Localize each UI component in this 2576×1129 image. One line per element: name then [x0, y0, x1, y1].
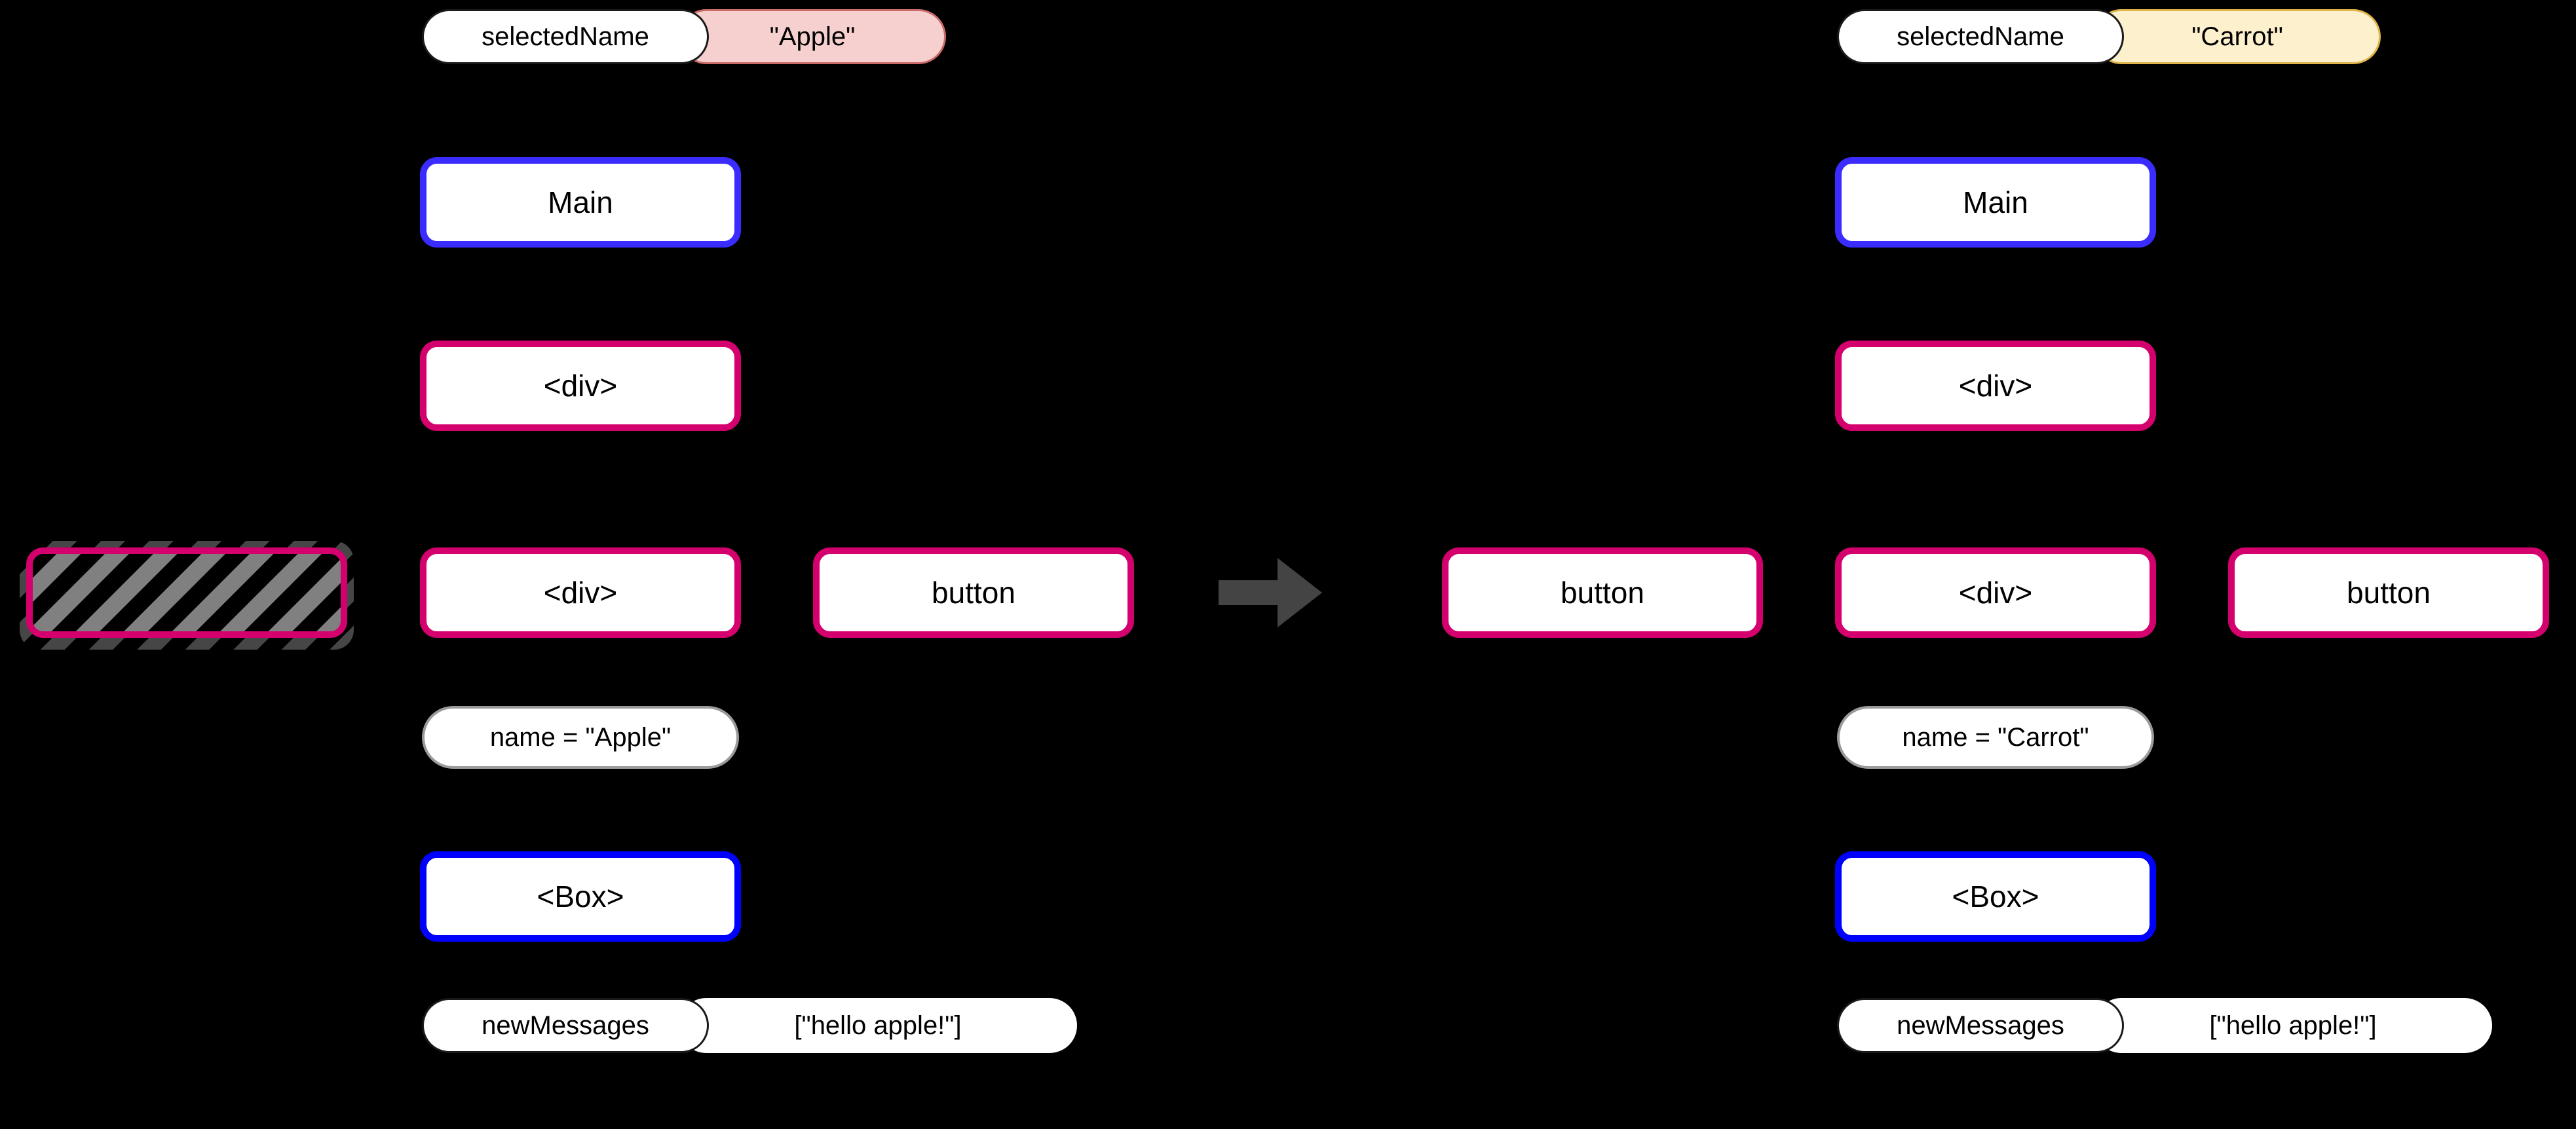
state-pill-selected-name-before: "Apple" selectedName	[422, 9, 946, 64]
state-pill-name-before-msgs: newMessages	[482, 1011, 649, 1040]
state-pill-name-after: selectedName	[1897, 22, 2064, 51]
node-div-inner-after[interactable]: <div>	[1835, 547, 2156, 638]
node-div-outer-after[interactable]: <div>	[1835, 341, 2156, 431]
arrow-right-icon	[1219, 558, 1322, 627]
state-pill-name-lobe-after: selectedName	[1837, 9, 2124, 64]
node-button-before[interactable]: button	[813, 547, 1134, 638]
node-label: Main	[548, 185, 613, 219]
prop-pill-label: name = "Apple"	[489, 723, 672, 752]
state-pill-new-messages-after: ["hello apple!"] newMessages	[1837, 998, 2492, 1053]
node-box-after[interactable]: <Box>	[1835, 851, 2156, 942]
node-div-outer-before[interactable]: <div>	[420, 341, 741, 431]
state-pill-value-after-msgs: ["hello apple!"]	[2209, 1011, 2377, 1040]
prop-pill-name-before: name = "Apple"	[422, 706, 739, 769]
node-main-after[interactable]: Main	[1835, 157, 2156, 248]
state-pill-name-lobe-after-msgs: newMessages	[1837, 998, 2124, 1053]
state-pill-value-lobe-before: "Apple"	[679, 9, 946, 64]
state-pill-value-lobe-before-msgs: ["hello apple!"]	[679, 998, 1077, 1053]
node-label: <div>	[543, 576, 618, 610]
prop-pill-label: name = "Carrot"	[1902, 723, 2089, 752]
state-pill-value-lobe-after-msgs: ["hello apple!"]	[2094, 998, 2492, 1053]
node-label: button	[932, 576, 1015, 610]
node-label: <Box>	[537, 879, 624, 914]
node-div-inner-before[interactable]: <div>	[420, 547, 741, 638]
hatched-placeholder	[26, 547, 347, 638]
node-label: <div>	[543, 369, 618, 403]
state-pill-name-after-msgs: newMessages	[1897, 1011, 2064, 1040]
state-pill-name-lobe-before-msgs: newMessages	[422, 998, 709, 1053]
node-label: <Box>	[1952, 879, 2039, 914]
node-label: button	[2347, 576, 2431, 610]
node-button-left-after[interactable]: button	[1442, 547, 1763, 638]
node-label: button	[1561, 576, 1644, 610]
state-pill-value-before: "Apple"	[769, 22, 856, 51]
node-label: <div>	[1958, 369, 2033, 403]
node-main-before[interactable]: Main	[420, 157, 741, 248]
state-pill-value-after: "Carrot"	[2191, 22, 2283, 51]
node-box-before[interactable]: <Box>	[420, 851, 741, 942]
state-pill-value-before-msgs: ["hello apple!"]	[794, 1011, 962, 1040]
node-button-right-after[interactable]: button	[2228, 547, 2549, 638]
transition-arrow	[1219, 555, 1323, 634]
state-pill-name-lobe-before: selectedName	[422, 9, 709, 64]
prop-pill-name-after: name = "Carrot"	[1837, 706, 2154, 769]
node-label: Main	[1963, 185, 2028, 219]
state-pill-selected-name-after: "Carrot" selectedName	[1837, 9, 2381, 64]
state-pill-name-before: selectedName	[482, 22, 649, 51]
node-label: <div>	[1958, 576, 2033, 610]
state-pill-new-messages-before: ["hello apple!"] newMessages	[422, 998, 1077, 1053]
state-pill-value-lobe-after: "Carrot"	[2094, 9, 2381, 64]
